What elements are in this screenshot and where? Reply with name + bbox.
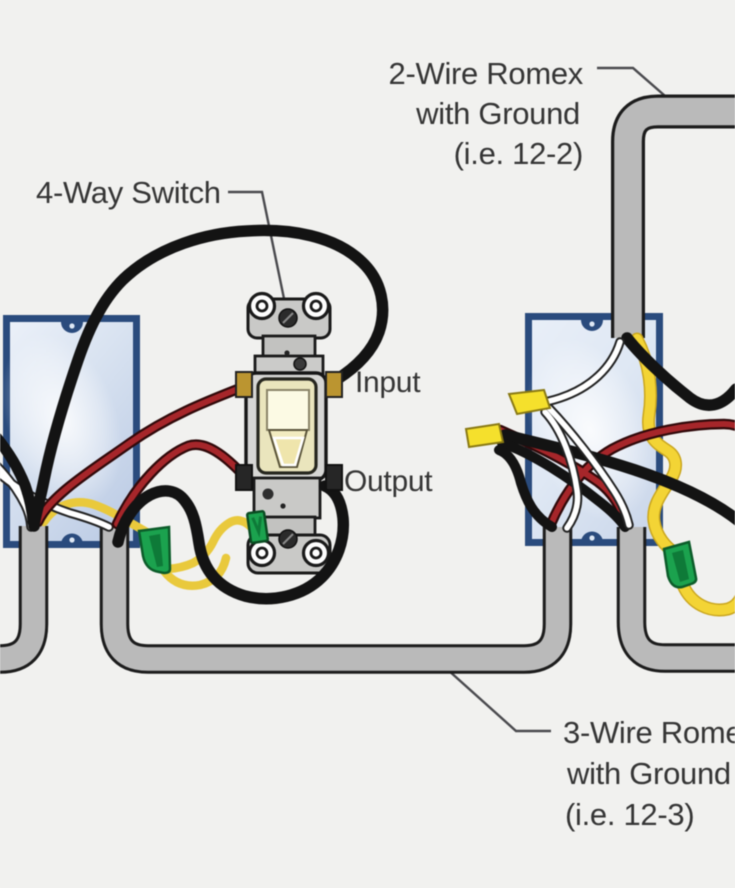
svg-text:(i.e. 12-3): (i.e. 12-3) xyxy=(565,797,694,832)
svg-text:with Ground: with Ground xyxy=(566,756,731,791)
svg-text:Input: Input xyxy=(355,366,421,399)
svg-text:with Ground: with Ground xyxy=(415,96,580,131)
svg-text:(i.e. 12-2): (i.e. 12-2) xyxy=(454,136,583,171)
svg-text:4-Way Switch: 4-Way Switch xyxy=(36,175,221,210)
svg-text:2-Wire Romex: 2-Wire Romex xyxy=(389,56,584,91)
svg-text:3-Wire Romex: 3-Wire Romex xyxy=(563,715,735,750)
svg-text:Output: Output xyxy=(344,465,433,498)
